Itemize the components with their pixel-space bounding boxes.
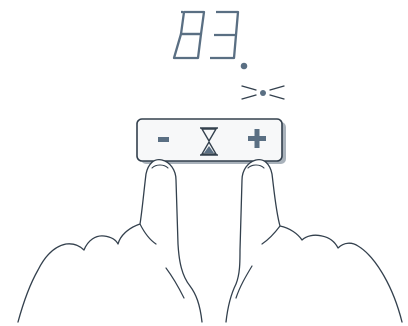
blinking-indicator-icon bbox=[242, 86, 284, 99]
display-decimal-point bbox=[241, 63, 248, 70]
timer-display bbox=[174, 12, 247, 69]
minus-button[interactable] bbox=[158, 137, 169, 142]
left-hand bbox=[18, 160, 202, 322]
right-hand bbox=[226, 160, 402, 322]
minus-icon bbox=[158, 137, 169, 142]
display-digit-3 bbox=[210, 12, 238, 58]
display-digit-0 bbox=[174, 12, 204, 58]
